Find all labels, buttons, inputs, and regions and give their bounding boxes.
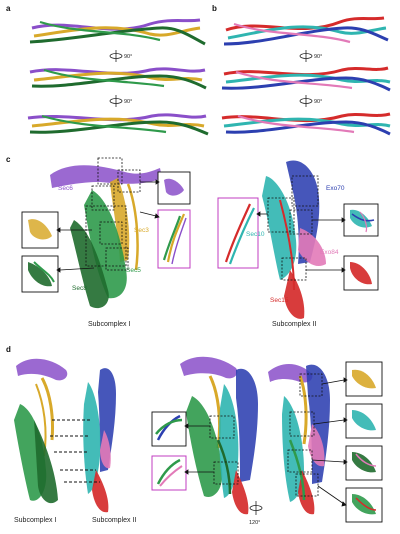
panel-b-helix-bundle-top — [223, 16, 389, 46]
label-sec8-c: Sec8 — [72, 285, 87, 292]
label-sec15-c: Sec15 — [270, 297, 289, 304]
inset-sec8-interface — [21, 255, 59, 293]
panel-label-b: b — [212, 4, 217, 13]
inset-sec15-interface — [343, 255, 379, 291]
inset-d-view2-1 — [345, 361, 383, 397]
rotation-label-a-top: 90° — [124, 54, 132, 60]
panel-d-subcomplex-2 — [83, 368, 116, 513]
panel-d-view2-arrows — [311, 377, 348, 507]
rotation-label-a-bottom: 90° — [124, 99, 132, 105]
subcomplex-1-dashed-boxes — [85, 157, 141, 271]
subcomplex-2-arrows — [256, 211, 346, 273]
inset-d-view2-3 — [345, 445, 383, 481]
rotation-label-b-bottom: 90° — [314, 99, 322, 105]
label-sec3-c: Sec3 — [134, 227, 149, 234]
panel-d-assembled-view-1-boxes — [209, 415, 239, 485]
panel-d-view1-arrows — [184, 423, 214, 475]
inset-d-view1-lower — [151, 455, 187, 491]
subcomplex-1-arrows — [56, 179, 160, 273]
panel-d-assembled-view-1 — [180, 356, 258, 515]
panel-a-helix-bundle-middle — [29, 67, 207, 90]
caption-d-subcomplex-2: Subcomplex II — [92, 517, 136, 524]
inset-exo70-interface — [343, 203, 379, 237]
panel-label-a: a — [6, 4, 11, 13]
label-exo84-c: Exo84 — [320, 249, 339, 256]
caption-c-subcomplex-2: Subcomplex II — [272, 321, 316, 328]
label-exo70-c: Exo70 — [326, 185, 345, 192]
label-sec5-c: Sec5 — [126, 267, 141, 274]
panel-a-helix-bundle-bottom — [27, 113, 209, 136]
rotation-label-d: 120° — [249, 520, 260, 526]
label-sec6-c: Sec6 — [58, 185, 73, 192]
rotation-icon-b-bottom: 90° — [299, 95, 322, 107]
caption-c-subcomplex-1: Subcomplex I — [88, 321, 130, 328]
rotation-icon-b-top: 90° — [299, 50, 322, 62]
inset-sec3-interface — [21, 211, 59, 249]
rotation-icon-d: 120° — [249, 501, 263, 526]
inset-d-view1-upper — [151, 411, 187, 447]
rotation-icon-a-bottom: 90° — [109, 95, 132, 107]
inset-sec10-sec15-helix — [217, 197, 259, 269]
subcomplex-2-dashed-boxes — [267, 175, 319, 281]
panel-label-c: c — [6, 155, 11, 164]
rotation-icon-a-top: 90° — [109, 50, 132, 62]
panel-d-dashed-connectors — [50, 419, 100, 483]
panel-label-d: d — [6, 345, 11, 354]
panel-d-subcomplex-1 — [14, 358, 68, 504]
caption-d-subcomplex-1: Subcomplex I — [14, 517, 56, 524]
inset-d-view2-2 — [345, 403, 383, 439]
panel-b-helix-bundle-bottom — [221, 112, 391, 136]
rotation-label-b-top: 90° — [314, 54, 322, 60]
panel-d-assembled-view-2 — [268, 363, 330, 515]
inset-sec6-detail — [157, 171, 191, 205]
panel-b-helix-bundle-middle — [221, 66, 391, 92]
inset-sec3-sec5-helix — [157, 209, 191, 269]
subcomplex-2-structure-c — [262, 160, 326, 319]
panel-a-helix-bundle-top — [29, 18, 206, 46]
inset-d-view2-4 — [345, 487, 383, 523]
label-sec10-c: Sec10 — [246, 231, 265, 238]
